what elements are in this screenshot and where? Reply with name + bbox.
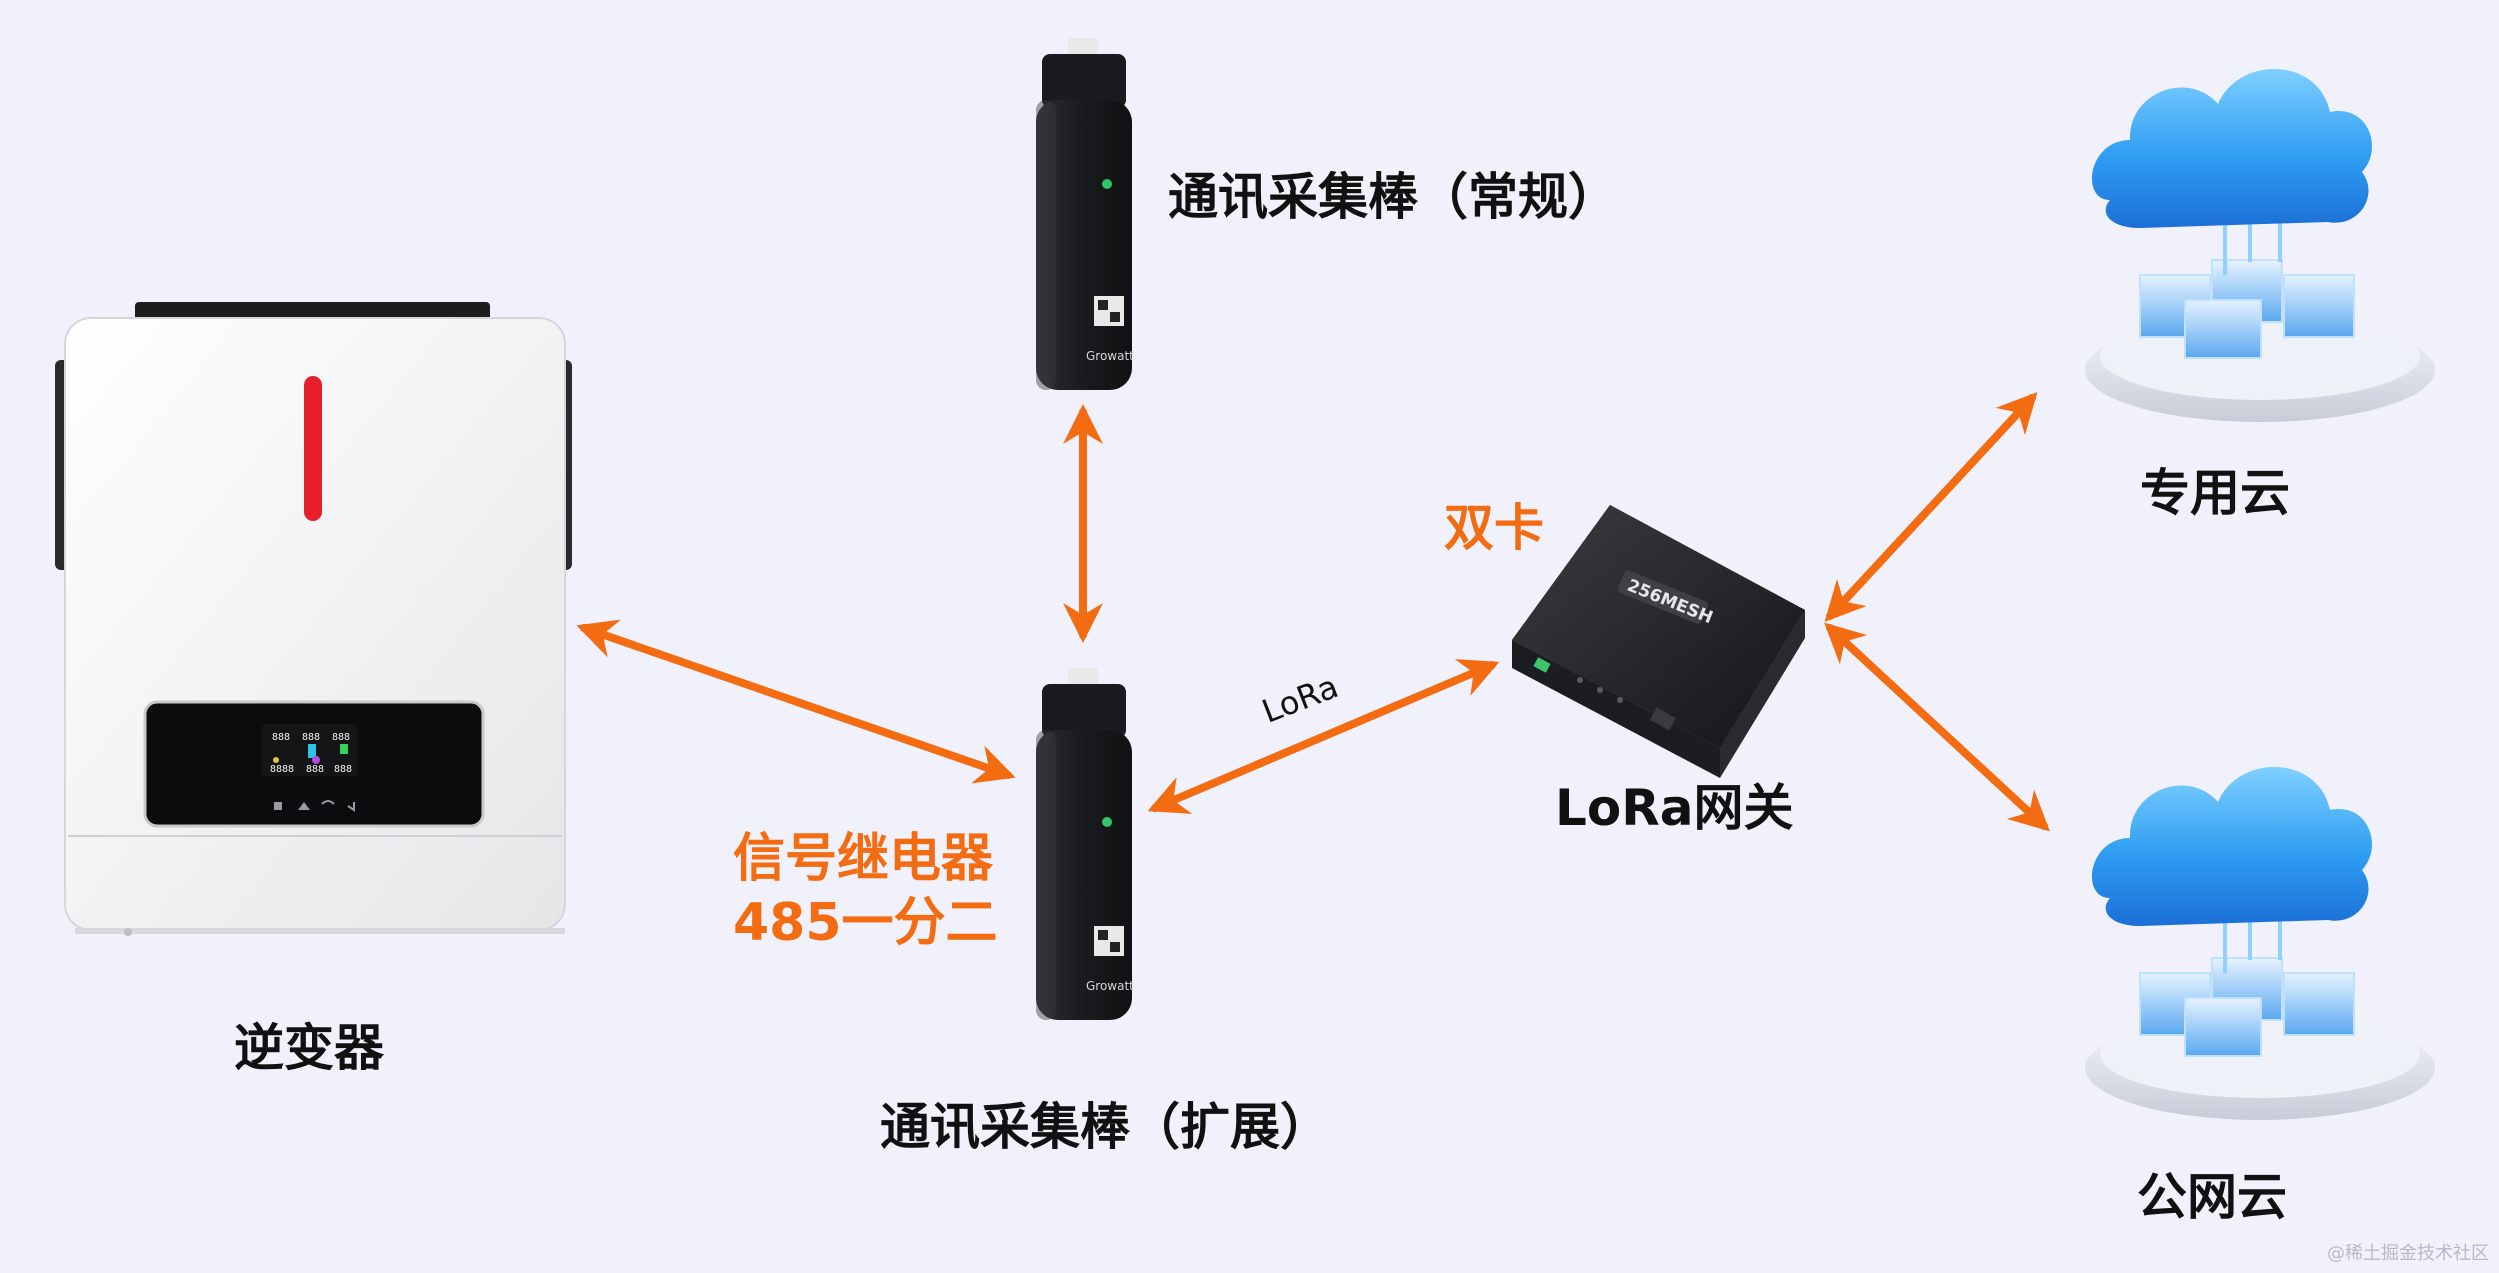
collector-brand-text: Growatt (1086, 349, 1134, 363)
watermark: @稀土掘金技术社区 (2327, 1243, 2489, 1264)
svg-text:888: 888 (334, 764, 352, 775)
collector-brand-text: Growatt (1086, 979, 1134, 993)
label-public-cloud: 公网云 (2137, 1168, 2287, 1226)
arrow-inverter-stick (576, 619, 1016, 784)
label-private-cloud: 专用云 (2140, 464, 2290, 522)
cloud-server-icon (2085, 68, 2435, 422)
gateway-icon: 256MESH (1512, 505, 1805, 778)
cloud-server-icon (2085, 766, 2435, 1120)
inverter-icon: 888 888 888 8888 888 888 (55, 302, 572, 936)
arrow-gateway-private-cloud (1824, 392, 2038, 622)
collector-stick-icon: Growatt (1036, 668, 1134, 1020)
arrow-stick-gateway (1147, 659, 1500, 814)
svg-text:888: 888 (332, 732, 350, 743)
label-inverter: 逆变器 (234, 1019, 384, 1077)
label-collector-normal: 通讯采集棒（常规） (1168, 168, 1618, 226)
svg-text:888: 888 (302, 732, 320, 743)
label-relay-line2: 485一分二 (733, 893, 998, 953)
label-relay-line1: 信号继电器 (733, 829, 994, 889)
collector-stick-icon: Growatt (1036, 38, 1134, 390)
svg-text:8888: 8888 (270, 764, 294, 775)
svg-text:888: 888 (306, 764, 324, 775)
label-dual-card: 双卡 (1444, 499, 1544, 557)
label-collector-extend: 通讯采集棒（扩展） (880, 1098, 1330, 1156)
label-gateway: LoRa网关 (1555, 779, 1794, 837)
arrow-gateway-public-cloud (1824, 622, 2050, 832)
svg-text:888: 888 (272, 732, 290, 743)
